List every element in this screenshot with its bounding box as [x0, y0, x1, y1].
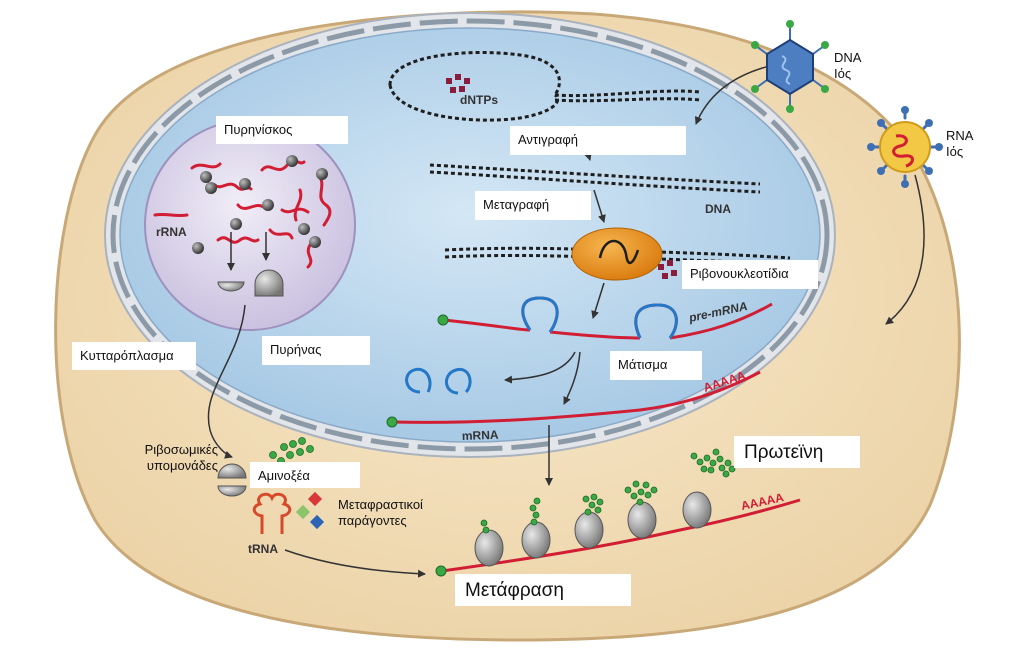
dntps-label: dNTPs	[460, 93, 498, 107]
arrow-subunits-to-cytoplasm	[207, 304, 246, 459]
large-subunit-nucleolus	[254, 269, 284, 297]
ribosome-3	[574, 493, 604, 549]
trna-icon	[252, 492, 292, 534]
excised-intron-1	[405, 367, 432, 394]
ribonucleotides-icon	[658, 260, 677, 279]
label-translation-factors: Μεταφραστικοί παράγοντες	[338, 497, 423, 529]
arrow-splicing-mrna	[563, 351, 581, 405]
label-translation: Μετάφραση	[455, 574, 631, 606]
label-nucleus: Πυρήνας	[262, 336, 370, 365]
nascent-rna-loop	[598, 239, 640, 265]
rrna-strands	[153, 159, 332, 269]
arrow-splicing-introns	[504, 351, 576, 384]
ribosome-2	[521, 497, 551, 559]
label-transcription: Μεταγραφή	[475, 191, 591, 220]
label-replication: Αντιγραφή	[510, 126, 686, 155]
arrow-to-pre-mrna	[591, 282, 605, 319]
label-dna-virus: DNA Ιός	[834, 50, 861, 82]
label-protein: Πρωτεϊνη	[734, 436, 860, 468]
polysome	[474, 448, 736, 567]
rna-virus-icon	[867, 106, 943, 188]
rna-virus-arrow-path	[885, 174, 925, 325]
ribosome-4	[624, 480, 658, 539]
dna-label: DNA	[705, 202, 731, 216]
mrna-label: mRNA	[462, 428, 499, 443]
replication-bubble	[388, 51, 701, 122]
dna-helix	[429, 163, 761, 194]
dntps-icon	[446, 74, 470, 93]
arrow-to-translation	[284, 549, 426, 578]
arrow-transcription	[593, 189, 606, 223]
released-protein	[690, 448, 736, 478]
label-amino-acids: Αμινοξέα	[250, 462, 360, 488]
label-nucleolus: Πυρηνίσκος	[216, 116, 348, 144]
label-rna-virus: RNA Ιός	[946, 128, 973, 160]
rna-polymerase	[571, 227, 663, 281]
ribosome-1	[474, 519, 504, 567]
intron-loop-1	[521, 296, 559, 333]
ribosome-5	[682, 491, 712, 529]
mrna-cap	[386, 416, 398, 428]
translation-mrna-cap	[435, 565, 447, 577]
label-cytoplasm: Κυτταρόπλασμα	[72, 342, 196, 370]
small-subunit-nucleolus	[217, 281, 245, 292]
translation-factors-icon	[295, 491, 325, 530]
pre-mrna-cap	[437, 314, 449, 326]
rrna-label: rRNA	[156, 225, 187, 239]
mrna-strand	[392, 370, 761, 424]
excised-intron-2	[445, 367, 472, 395]
translation-mrna	[441, 498, 801, 573]
trna-label: tRNA	[248, 542, 278, 556]
intron-loop-2	[634, 303, 678, 339]
nuclear-envelope-pores	[110, 18, 830, 452]
dna-virus-icon	[751, 20, 829, 113]
label-splicing: Μάτισμα	[610, 351, 702, 380]
label-ribonucleotides: Ριβονουκλεοτίδια	[682, 260, 818, 289]
ribosome-particles	[192, 155, 328, 254]
cyto-large-subunit	[217, 463, 247, 479]
cyto-small-subunit	[217, 485, 247, 497]
label-ribosomal-subunits: Ριβοσωμικές υπομονάδες	[144, 442, 218, 474]
